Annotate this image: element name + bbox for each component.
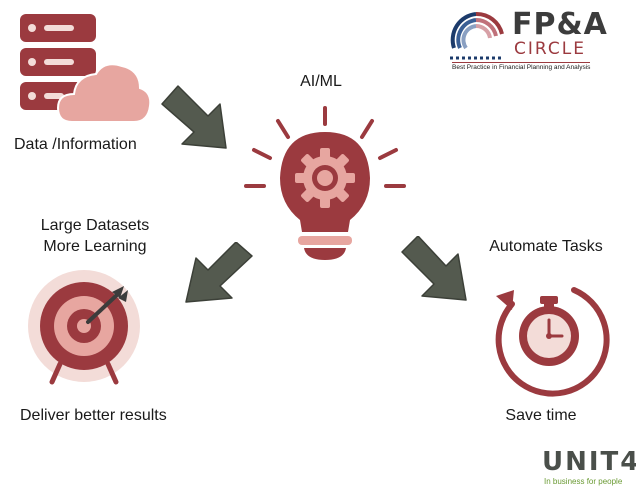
ai-ml-label: AI/ML: [300, 73, 342, 90]
save-time-label: Save time: [505, 407, 577, 424]
automate-tasks-label: Automate Tasks: [489, 238, 603, 255]
large-datasets-label: Large Datasets: [40, 217, 150, 234]
fpa-main-text: FP&A: [512, 7, 608, 42]
server-cloud-icon: [20, 14, 152, 123]
target-icon: [28, 270, 140, 385]
fpa-emblem-icon: [450, 11, 504, 60]
stopwatch-icon: [495, 287, 610, 397]
deliver-results-label: Deliver better results: [20, 407, 167, 424]
arrow-ai-to-stopwatch: [401, 236, 467, 301]
unit4-name: UNIT4: [542, 447, 636, 477]
more-learning-label: More Learning: [43, 238, 147, 255]
unit4-logo: UNIT4 In business for people: [542, 447, 636, 492]
unit4-tagline: In business for people: [544, 477, 623, 486]
arrow-ai-to-target: [185, 242, 253, 303]
lightbulb-gear-icon: [244, 106, 406, 260]
fpa-circle-text: CIRCLE: [514, 39, 586, 59]
data-information-label: Data /Information: [14, 136, 137, 153]
fpa-circle-logo: FP&A CIRCLE Best Practice in Financial P…: [444, 4, 634, 76]
arrow-data-to-ai: [161, 85, 227, 149]
fpa-tagline: Best Practice in Financial Planning and …: [452, 62, 591, 71]
